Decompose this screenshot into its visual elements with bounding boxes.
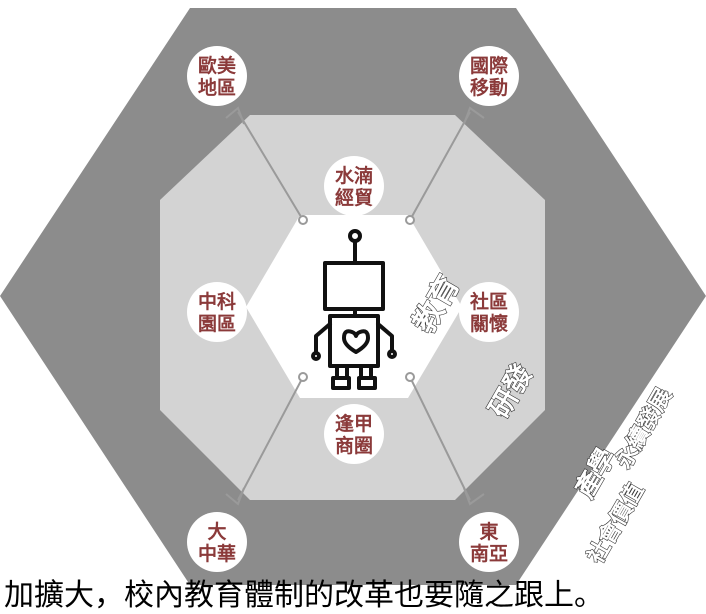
node-community-care: 社區 關懷 <box>459 282 519 342</box>
node-text: 商圈 <box>335 434 373 457</box>
node-europe-america: 歐美 地區 <box>187 46 247 106</box>
node-text: 大 <box>207 520 226 543</box>
node-text: 中科 <box>198 290 236 313</box>
node-text: 東 <box>479 520 498 543</box>
node-text: 關懷 <box>470 312 508 335</box>
node-international-mobility: 國際 移動 <box>459 46 519 106</box>
node-southeast-asia: 東 南亞 <box>459 512 519 572</box>
node-text: 水湳 <box>335 164 373 187</box>
node-text: 逢甲 <box>335 412 373 435</box>
node-text: 移動 <box>470 76 508 99</box>
node-central-science-park: 中科 園區 <box>187 282 247 342</box>
caption-text: 加擴大，校內教育體制的改革也要隨之跟上。 <box>4 578 604 613</box>
node-water-economy: 水湳 經貿 <box>324 156 384 216</box>
node-text: 經貿 <box>335 186 373 209</box>
node-text: 園區 <box>198 313 236 335</box>
node-text: 社區 <box>469 290 508 313</box>
node-text: 地區 <box>198 76 236 99</box>
node-text: 南亞 <box>470 543 508 565</box>
node-text: 國際 <box>470 54 509 77</box>
connector-dots <box>298 215 415 382</box>
node-greater-china: 大 中華 <box>187 512 247 572</box>
node-fengjia-business: 逢甲 商圈 <box>324 404 384 464</box>
robot-heart-icon <box>311 229 397 390</box>
connector-lines <box>225 106 485 506</box>
node-text: 中華 <box>198 542 236 565</box>
node-text: 歐美 <box>198 54 237 77</box>
